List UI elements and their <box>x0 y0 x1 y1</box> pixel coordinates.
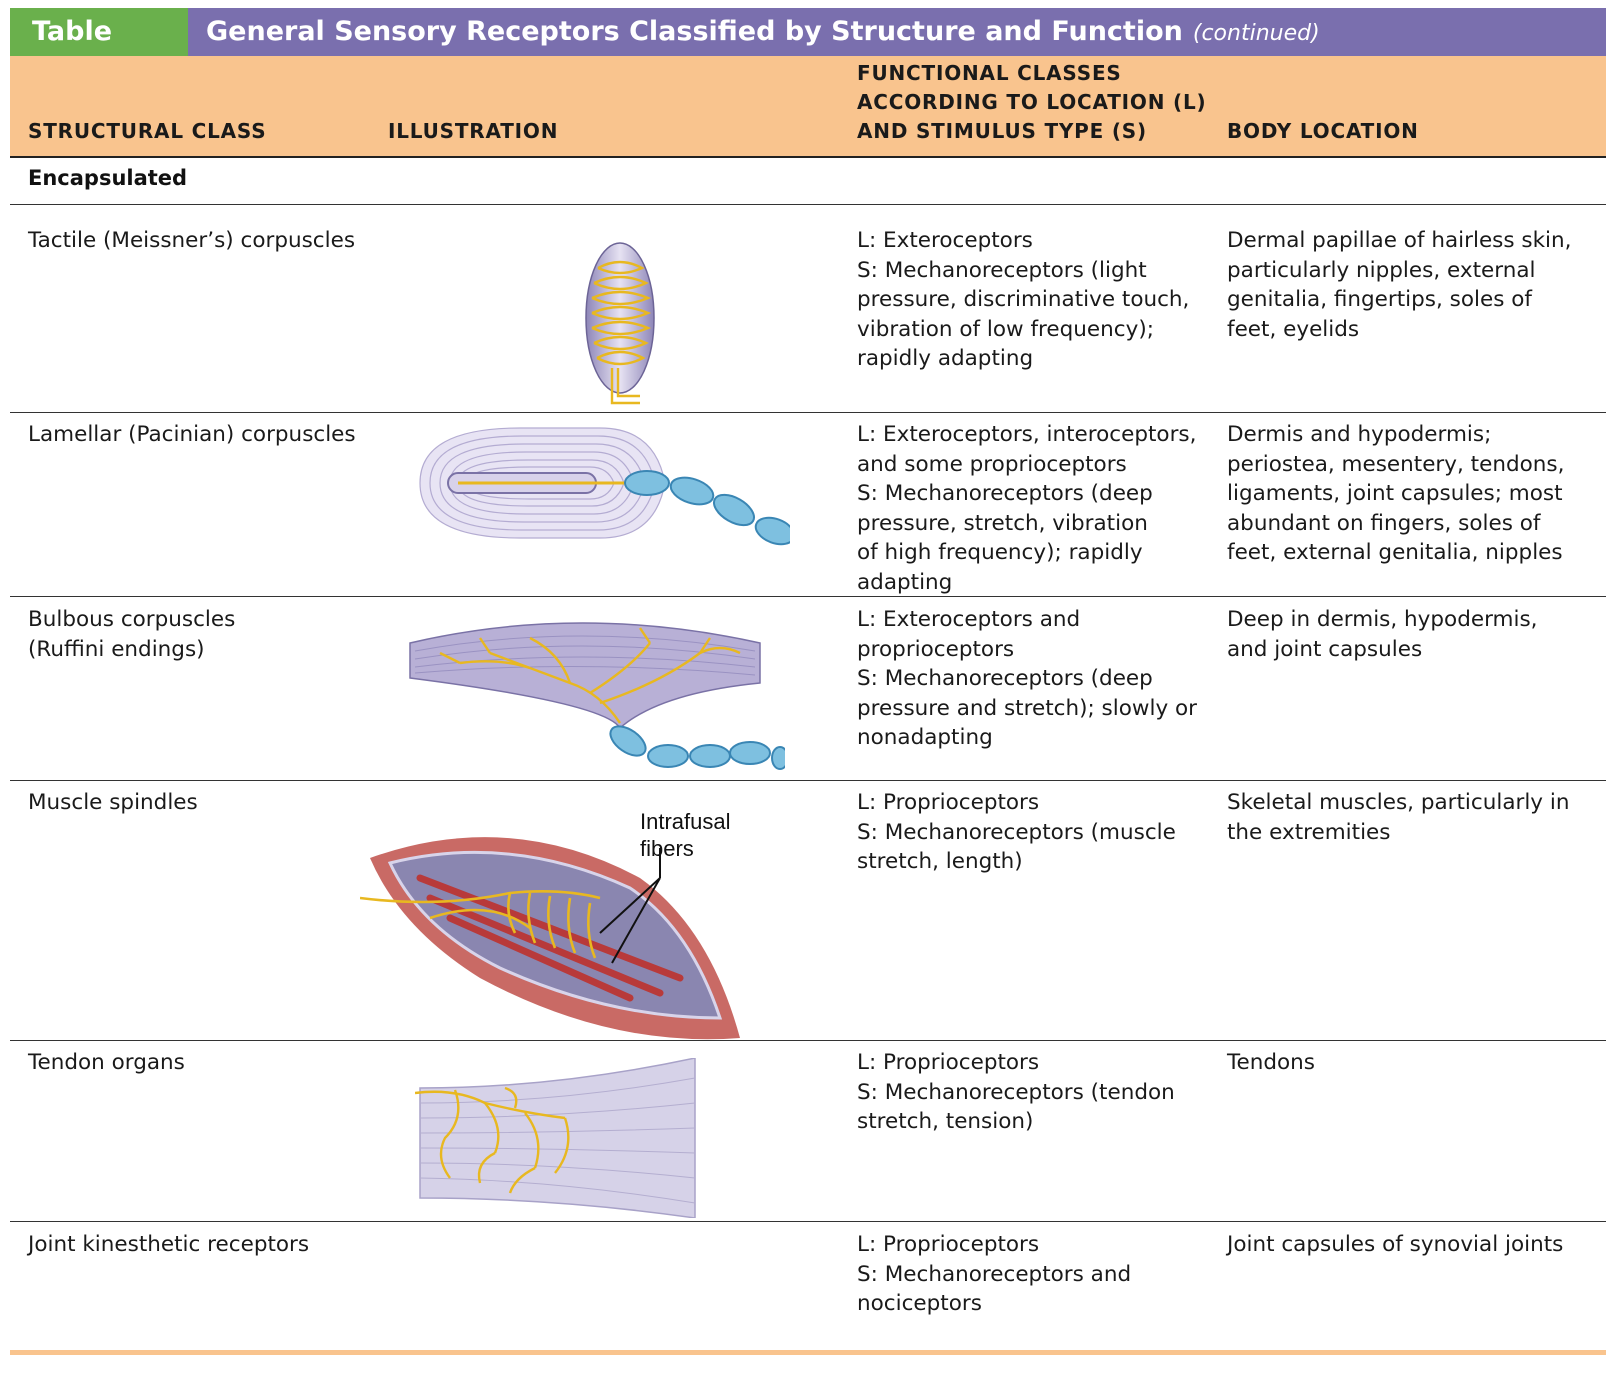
cell-line: nonadapting <box>857 725 993 750</box>
cell-line: Skeletal muscles, particularly in <box>1227 790 1570 815</box>
row-tactile-function: L: Exteroceptors S: Mechanoreceptors (li… <box>857 226 1202 374</box>
row-tendon-organ-location: Tendons <box>1227 1048 1597 1078</box>
cell-line: periostea, mesentery, tendons, <box>1227 451 1565 477</box>
cell-line: S: Mechanoreceptors (light <box>857 257 1147 283</box>
cell-line: S: Mechanoreceptors and <box>857 1261 1132 1287</box>
section-heading-encapsulated: Encapsulated <box>28 166 188 190</box>
column-header-structural-class: STRUCTURAL CLASS <box>28 119 267 143</box>
cell-line: Tendons <box>1227 1050 1315 1075</box>
cell-line: S: Mechanoreceptors (deep <box>857 481 1153 506</box>
cell-line: Deep in dermis, hypodermis, <box>1227 607 1538 632</box>
row-divider <box>10 780 1606 781</box>
cell-line: Lamellar (Pacinian) corpuscles <box>28 422 356 447</box>
cell-line: Dermis and hypodermis; <box>1227 422 1492 447</box>
cell-line: L: Exteroceptors <box>857 228 1033 253</box>
row-bulbous-structure: Bulbous corpuscles (Ruffini endings) <box>28 605 388 664</box>
table-bottom-rule <box>10 1350 1606 1355</box>
table-title-continued: (continued) <box>1192 21 1320 46</box>
column-header-functional-line-2: ACCORDING TO LOCATION (L) <box>857 90 1207 114</box>
table-title-bar: Table 13.1 General Sensory Receptors Cla… <box>10 8 1606 95</box>
row-lamellar-location: Dermis and hypodermis; periostea, mesent… <box>1227 420 1597 568</box>
column-header-functional-line-1: FUNCTIONAL CLASSES <box>857 61 1122 85</box>
cell-line: of high frequency); rapidly <box>857 540 1143 565</box>
label-line: fibers <box>640 836 694 861</box>
row-divider <box>10 1221 1606 1222</box>
cell-line: the extremities <box>1227 819 1391 845</box>
row-divider <box>10 596 1606 597</box>
cell-line: (Ruffini endings) <box>28 636 205 662</box>
row-joint-kinesthetic-structure: Joint kinesthetic receptors <box>28 1230 388 1260</box>
row-lamellar-function: L: Exteroceptors, interoceptors, and som… <box>857 420 1202 597</box>
tactile-corpuscle-illustration <box>585 242 655 405</box>
table-13-1: Table 13.1 General Sensory Receptors Cla… <box>10 8 1606 1370</box>
cell-line: Tactile (Meissner’s) corpuscles <box>28 228 356 253</box>
row-tendon-organ-structure: Tendon organs <box>28 1048 388 1078</box>
cell-line: pressure, discriminative touch, <box>857 287 1190 312</box>
row-bulbous-function: L: Exteroceptors and proprioceptors S: M… <box>857 605 1202 753</box>
lamellar-corpuscle-illustration <box>419 427 790 546</box>
cell-line: Bulbous corpuscles <box>28 607 236 632</box>
row-tactile-structure: Tactile (Meissner’s) corpuscles <box>28 226 388 256</box>
row-muscle-spindle-structure: Muscle spindles <box>28 788 388 818</box>
muscle-spindle-illustration <box>360 837 740 1040</box>
cell-line: vibration of low frequency); <box>857 316 1154 342</box>
cell-line: S: Mechanoreceptors (tendon <box>857 1079 1175 1105</box>
row-tendon-organ-function: L: Proprioceptors S: Mechanoreceptors (t… <box>857 1048 1202 1137</box>
column-header-illustration: ILLUSTRATION <box>388 119 559 143</box>
table-number: Table 13.1 <box>10 8 188 95</box>
row-joint-kinesthetic-function: L: Proprioceptors S: Mechanoreceptors an… <box>857 1230 1202 1319</box>
cell-line: Muscle spindles <box>28 790 198 815</box>
row-muscle-spindle-location: Skeletal muscles, particularly in the ex… <box>1227 788 1597 847</box>
column-header-body-location: BODY LOCATION <box>1227 119 1419 143</box>
cell-line: and joint capsules <box>1227 636 1423 662</box>
cell-line: Joint capsules of synovial joints <box>1227 1232 1564 1257</box>
cell-line: Dermal papillae of hairless skin, <box>1227 228 1572 253</box>
row-divider <box>10 204 1606 205</box>
cell-line: pressure and stretch); slowly or <box>857 695 1197 721</box>
row-joint-kinesthetic-location: Joint capsules of synovial joints <box>1227 1230 1597 1260</box>
cell-line: feet, eyelids <box>1227 316 1360 342</box>
column-header-functional-line-3: AND STIMULUS TYPE (S) <box>857 119 1147 143</box>
cell-line: rapidly adapting <box>857 346 1034 371</box>
row-bulbous-location: Deep in dermis, hypodermis, and joint ca… <box>1227 605 1597 664</box>
cell-line: L: Proprioceptors <box>857 1050 1040 1075</box>
cell-line: nociceptors <box>857 1291 982 1316</box>
table-title-text: General Sensory Receptors Classified by … <box>206 16 1183 47</box>
cell-line: S: Mechanoreceptors (muscle <box>857 819 1176 845</box>
tendon-organ-illustration <box>415 1058 696 1218</box>
label-line: Intrafusal <box>640 809 731 834</box>
cell-line: Tendon organs <box>28 1050 185 1075</box>
cell-line: ligaments, joint capsules; most <box>1227 481 1563 506</box>
intrafusal-fibers-label: Intrafusal fibers <box>640 808 731 862</box>
cell-line: L: Proprioceptors <box>857 1232 1040 1257</box>
row-muscle-spindle-function: L: Proprioceptors S: Mechanoreceptors (m… <box>857 788 1202 877</box>
table-title: General Sensory Receptors Classified by … <box>206 8 1320 56</box>
cell-line: genitalia, fingertips, soles of <box>1227 287 1532 312</box>
cell-line: stretch, length) <box>857 849 1023 874</box>
cell-line: S: Mechanoreceptors (deep <box>857 666 1153 691</box>
cell-line: feet, external genitalia, nipples <box>1227 540 1563 565</box>
cell-line: Joint kinesthetic receptors <box>28 1232 310 1257</box>
cell-line: pressure, stretch, vibration <box>857 510 1148 536</box>
row-divider <box>10 412 1606 413</box>
cell-line: L: Exteroceptors and <box>857 607 1081 632</box>
row-divider <box>10 1040 1606 1041</box>
cell-line: L: Proprioceptors <box>857 790 1040 815</box>
row-lamellar-structure: Lamellar (Pacinian) corpuscles <box>28 420 388 450</box>
bulbous-corpuscle-illustration <box>409 622 785 770</box>
cell-line: and some proprioceptors <box>857 451 1127 477</box>
cell-line: stretch, tension) <box>857 1109 1034 1134</box>
cell-line: adapting <box>857 569 953 595</box>
row-tactile-location: Dermal papillae of hairless skin, partic… <box>1227 226 1597 344</box>
table-header-row: STRUCTURAL CLASS ILLUSTRATION FUNCTIONAL… <box>10 56 1606 158</box>
cell-line: abundant on fingers, soles of <box>1227 510 1541 536</box>
cell-line: particularly nipples, external <box>1227 257 1536 283</box>
cell-line: proprioceptors <box>857 636 1015 662</box>
cell-line: L: Exteroceptors, interoceptors, <box>857 422 1197 447</box>
